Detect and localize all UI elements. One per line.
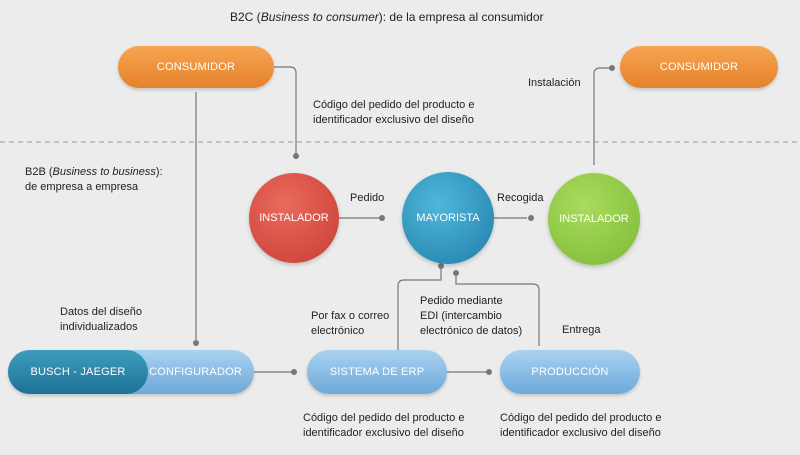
design-data-line2: individualizados	[60, 321, 138, 333]
order-code-top-line1: Código del pedido del producto e	[313, 99, 475, 111]
connector-production-to-wholesaler	[455, 276, 540, 346]
connector-consumer-to-installer	[274, 66, 297, 153]
connector-dots	[193, 65, 615, 375]
connector-dot	[379, 215, 385, 221]
fax-line1: Por fax o correo	[311, 310, 390, 322]
wholesaler-node: MAYORISTA	[402, 172, 494, 264]
connector-dot	[193, 340, 199, 346]
order-label: Pedido	[350, 192, 385, 204]
edi-line3: electrónico de datos)	[420, 325, 523, 337]
b2b-prefix: B2B (	[25, 166, 53, 178]
connector-dot	[438, 263, 444, 269]
production-node: PRODUCCIÓN	[500, 350, 640, 394]
design-data-label: Datos del diseño individualizados	[60, 305, 142, 335]
installer-right-node: INSTALADOR	[548, 173, 640, 265]
order-code-label-production: Código del pedido del producto e identif…	[500, 411, 661, 441]
connectors	[195, 66, 610, 373]
b2b-italic: Business to business	[52, 166, 156, 178]
order-code-erp-line2: identificador exclusivo del diseño	[303, 427, 464, 439]
busch-jaeger-node: BUSCH - JAEGER	[8, 350, 148, 394]
design-data-line1: Datos del diseño	[60, 306, 142, 318]
connector-dot	[293, 153, 299, 159]
edi-label: Pedido mediante EDI (intercambio electró…	[420, 294, 522, 339]
order-code-label-erp: Código del pedido del producto e identif…	[303, 411, 464, 441]
connector-dot	[528, 215, 534, 221]
b2b-label: B2B (Business to business): de empresa a…	[25, 165, 163, 195]
b2b-line2: de empresa a empresa	[25, 181, 139, 193]
title-italic: Business to consumer	[260, 10, 379, 24]
fax-label: Por fax o correo electrónico	[311, 309, 389, 339]
order-code-label-top: Código del pedido del producto e identif…	[313, 98, 474, 128]
order-code-top-line2: identificador exclusivo del diseño	[313, 114, 474, 126]
edi-line1: Pedido mediante	[420, 295, 503, 307]
consumer-left-node: CONSUMIDOR	[118, 46, 274, 88]
consumer-right-node: CONSUMIDOR	[620, 46, 778, 88]
title-prefix: B2C (	[230, 10, 261, 24]
title-suffix: ): de la empresa al consumidor	[378, 10, 544, 24]
delivery-label: Entrega	[562, 324, 601, 336]
fax-line2: electrónico	[311, 325, 365, 337]
connector-dot	[291, 369, 297, 375]
page-title: B2C (Business to consumer): de la empres…	[230, 10, 544, 25]
order-code-erp-line1: Código del pedido del producto e	[303, 412, 465, 424]
order-code-prod-line2: identificador exclusivo del diseño	[500, 427, 661, 439]
erp-node: SISTEMA DE ERP	[307, 350, 447, 394]
installer-left-node: INSTALADOR	[249, 173, 339, 263]
connector-dot	[486, 369, 492, 375]
connector-installer-to-consumer	[593, 67, 610, 165]
connector-dot	[453, 270, 459, 276]
edi-line2: EDI (intercambio	[420, 310, 502, 322]
configurator-label: CONFIGURADOR	[149, 366, 242, 378]
b2b-suffix: ):	[155, 166, 163, 178]
connector-dot	[609, 65, 615, 71]
pickup-label: Recogida	[497, 192, 544, 204]
installation-label: Instalación	[528, 77, 581, 89]
order-code-prod-line1: Código del pedido del producto e	[500, 412, 662, 424]
connector-erp-to-wholesaler	[397, 268, 442, 350]
